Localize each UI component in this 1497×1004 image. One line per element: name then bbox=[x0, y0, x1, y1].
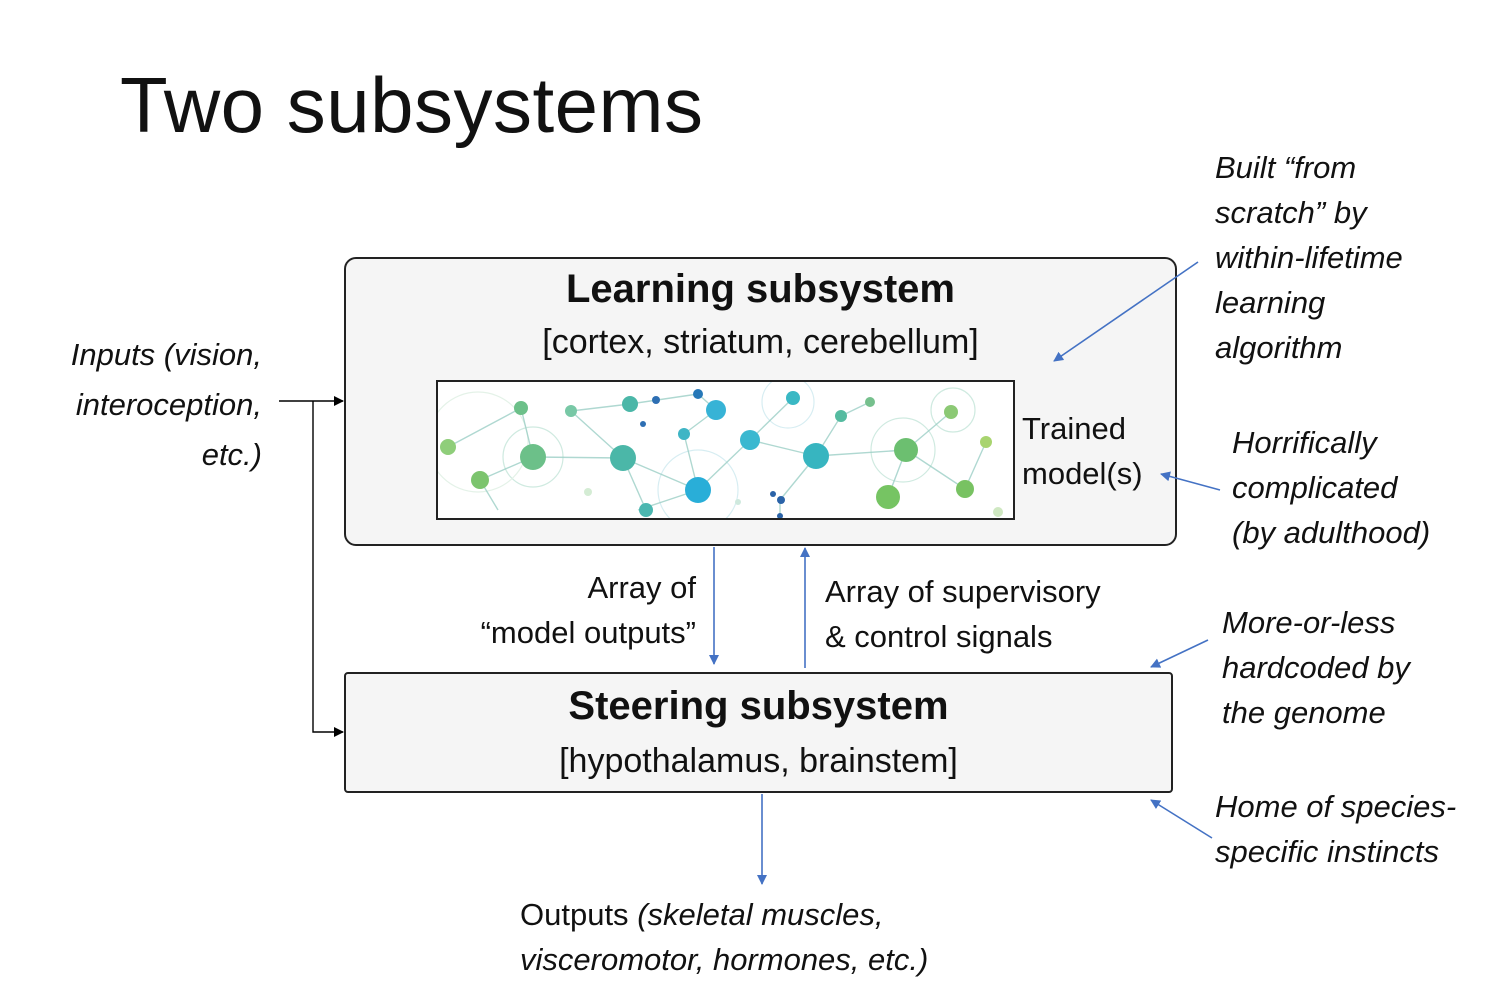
outputs-label: Outputs (skeletal muscles, visceromotor,… bbox=[520, 892, 928, 982]
instincts-annotation-arrow bbox=[1150, 799, 1213, 839]
annotation-built-line: within-lifetime bbox=[1215, 240, 1403, 275]
annotation-built-line: Built “from bbox=[1215, 150, 1357, 185]
inputs-arrows bbox=[279, 396, 344, 737]
outputs-line2: visceromotor, hormones, etc.) bbox=[520, 942, 929, 977]
model-outputs-label: Array of “model outputs” bbox=[420, 565, 696, 655]
inputs-line1: Inputs (vision, bbox=[70, 337, 262, 372]
steering-subsystem-title: Steering subsystem bbox=[568, 684, 949, 728]
outputs-line1-detail: (skeletal muscles, bbox=[637, 897, 884, 932]
annotation-complicated-line: Horrifically bbox=[1232, 425, 1377, 460]
network-graphic bbox=[438, 382, 1003, 518]
neural-network-image bbox=[436, 380, 1015, 520]
annotation-complicated-line: (by adulthood) bbox=[1232, 515, 1431, 550]
learning-subsystem-regions: [cortex, striatum, cerebellum] bbox=[542, 323, 979, 361]
outputs-prefix: Outputs bbox=[520, 897, 638, 932]
annotation-instincts-line: Home of species- bbox=[1215, 789, 1457, 824]
trained-models-line2: model(s) bbox=[1022, 456, 1143, 491]
annotation-built-line: algorithm bbox=[1215, 330, 1343, 365]
annotation-horrifically-complicated: Horrifically complicated (by adulthood) bbox=[1232, 420, 1430, 555]
supervisory-line2: & control signals bbox=[825, 619, 1053, 654]
annotation-built-line: scratch” by bbox=[1215, 195, 1367, 230]
hardcoded-annotation-arrow bbox=[1150, 639, 1209, 668]
outputs-line1: Outputs (skeletal muscles, bbox=[520, 892, 928, 937]
supervisory-signals-label: Array of supervisory & control signals bbox=[825, 569, 1101, 659]
annotation-built-line: learning bbox=[1215, 285, 1326, 320]
supervisory-line1: Array of supervisory bbox=[825, 574, 1101, 609]
steering-subsystem-box: Steering subsystem [hypothalamus, brains… bbox=[344, 672, 1173, 793]
learning-subsystem-title: Learning subsystem bbox=[565, 267, 955, 311]
annotation-hardcoded: More-or-less hardcoded by the genome bbox=[1222, 600, 1410, 735]
trained-models-line1: Trained bbox=[1022, 411, 1126, 446]
annotation-instincts: Home of species- specific instincts bbox=[1215, 784, 1456, 874]
slide-title: Two subsystems bbox=[120, 61, 704, 149]
annotation-hardcoded-line: More-or-less bbox=[1222, 605, 1396, 640]
annotation-complicated-line: complicated bbox=[1232, 470, 1398, 505]
model-outputs-line2: “model outputs” bbox=[480, 615, 696, 650]
annotation-instincts-line: specific instincts bbox=[1215, 834, 1439, 869]
inputs-line3: etc.) bbox=[201, 437, 262, 472]
annotation-hardcoded-line: hardcoded by bbox=[1222, 650, 1410, 685]
inputs-line2: interoception, bbox=[75, 387, 262, 422]
trained-models-label: Trained model(s) bbox=[1022, 406, 1143, 496]
model-outputs-line1: Array of bbox=[587, 570, 696, 605]
annotation-hardcoded-line: the genome bbox=[1222, 695, 1386, 730]
inputs-label: Inputs (vision, interoception, etc.) bbox=[20, 330, 262, 480]
inputs-to-steering-arrow bbox=[312, 401, 344, 737]
steering-subsystem-regions: [hypothalamus, brainstem] bbox=[559, 742, 958, 780]
annotation-built-from-scratch: Built “from scratch” by within-lifetime … bbox=[1215, 145, 1403, 370]
